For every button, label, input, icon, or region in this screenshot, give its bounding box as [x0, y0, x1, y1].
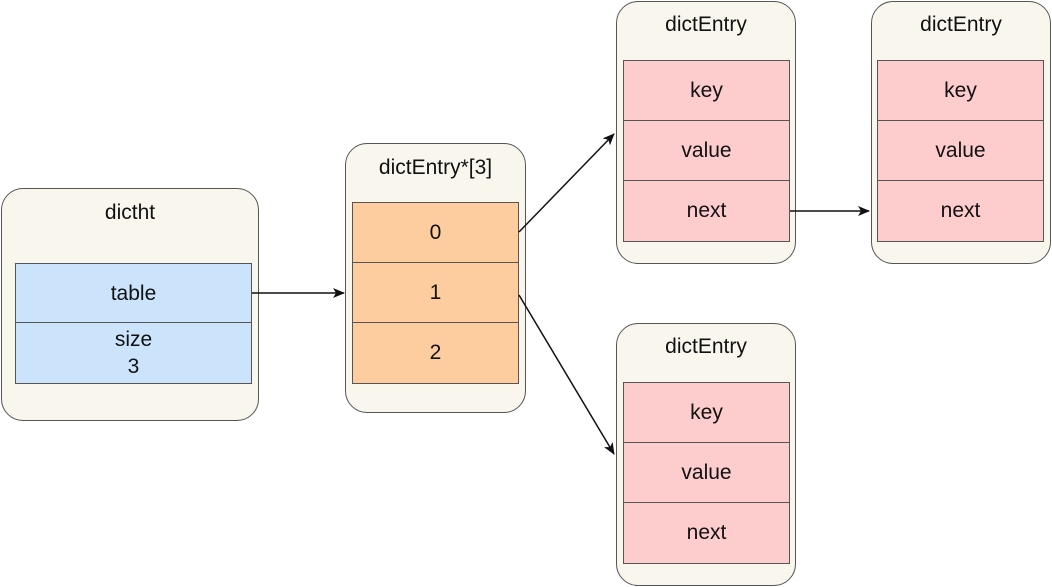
array-slot-0: 0	[352, 202, 519, 264]
dictht-size-cell: size 3	[15, 322, 252, 384]
field-label: key	[690, 401, 723, 424]
dictentry-title: dictEntry	[920, 13, 1002, 36]
dictentry-3-next-cell: next	[623, 502, 790, 564]
array-slot-1: 1	[352, 262, 519, 324]
dictht-table-label: table	[110, 281, 157, 305]
dictentry-1-next-cell: next	[623, 180, 790, 242]
field-label: next	[686, 199, 727, 222]
field-label: value	[681, 461, 732, 484]
field-label: next	[686, 521, 727, 544]
dictht-size-value: 3	[127, 355, 140, 378]
array-slot-label: 0	[429, 221, 442, 244]
field-label: value	[935, 139, 986, 162]
dictentry-2-key-cell: key	[877, 60, 1044, 122]
dictentry-1-value-cell: value	[623, 120, 790, 182]
dictentry-3-key-cell: key	[623, 382, 790, 444]
dictht-table-cell: table	[15, 263, 252, 324]
dictentry-3-value-cell: value	[623, 442, 790, 504]
array-slot-label: 2	[429, 341, 442, 364]
field-label: key	[690, 79, 723, 102]
arrow-slot0-to-entry1	[518, 133, 615, 233]
dictht-title: dictht	[104, 201, 156, 224]
field-label: value	[681, 139, 732, 162]
dictentry-2-next-cell: next	[877, 180, 1044, 242]
array-slot-label: 1	[429, 281, 442, 304]
field-label: key	[944, 79, 977, 102]
dictht-size-label: size	[114, 328, 153, 351]
dictentry-1-key-cell: key	[623, 60, 790, 122]
dictentry-2-value-cell: value	[877, 120, 1044, 182]
dictentry-title: dictEntry	[665, 13, 747, 36]
arrow-slot1-to-entry3	[518, 294, 615, 455]
field-label: next	[940, 199, 981, 222]
array-slot-2: 2	[352, 322, 519, 384]
dictentry-title: dictEntry	[665, 335, 747, 358]
array-title: dictEntry*[3]	[378, 156, 493, 179]
